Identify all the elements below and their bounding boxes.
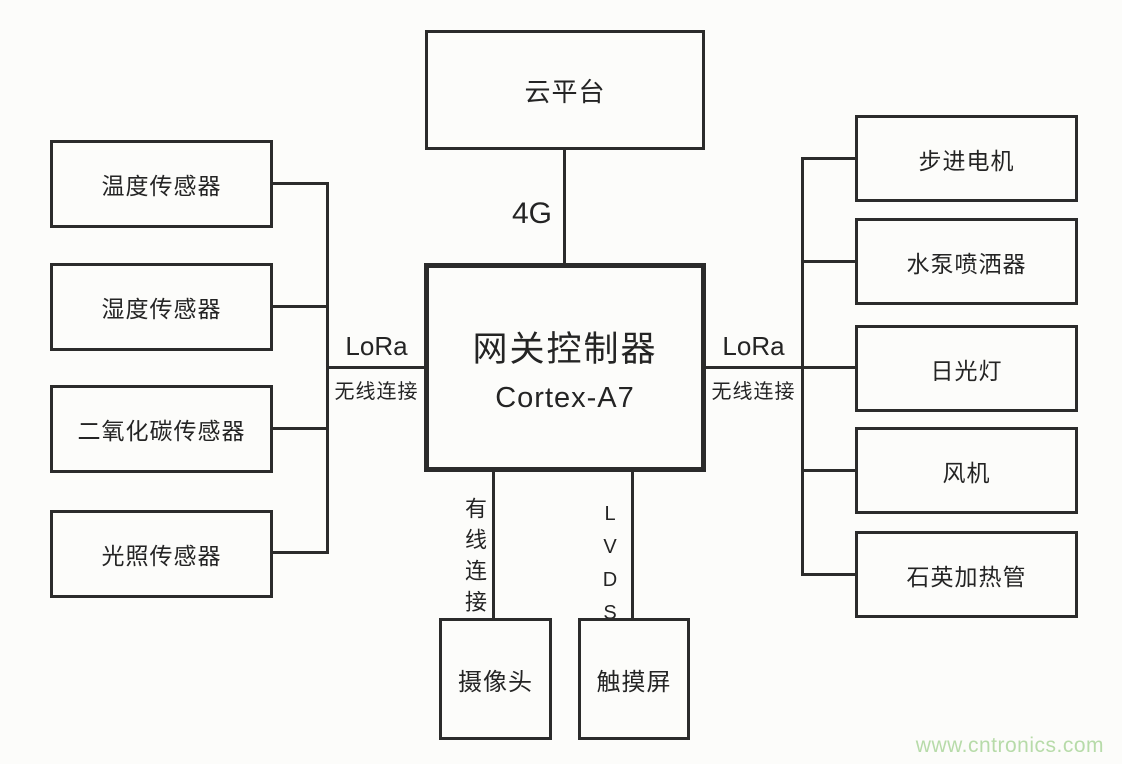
node-actuator-fan: 风机 (855, 427, 1078, 514)
node-cloud-platform: 云平台 (425, 30, 705, 150)
left-bus-line (326, 182, 329, 554)
node-actuator-quartz-heater: 石英加热管 (855, 531, 1078, 618)
node-gateway-controller: 网关控制器 Cortex-A7 (424, 263, 706, 472)
connector-actuator-fan (801, 469, 855, 472)
connector-sensor-co2 (273, 427, 329, 430)
node-actuator-stepper-motor: 步进电机 (855, 115, 1078, 202)
sensor-label: 温度传感器 (101, 173, 222, 199)
sensor-label: 二氧化碳传感器 (77, 418, 246, 444)
connector-actuator-stepper-motor (801, 157, 855, 160)
watermark-text: www.cntronics.com (915, 734, 1104, 757)
node-sensor-light: 光照传感器 (50, 510, 273, 598)
connector-leftbus-gateway (329, 366, 424, 369)
right-link-protocol-label: LoRa (722, 331, 785, 361)
connector-sensor-humidity (273, 305, 329, 308)
connector-actuator-heater (801, 573, 855, 576)
lvds-link-label: LVDS (599, 503, 621, 635)
right-link-mode-label: 无线连接 (711, 381, 796, 403)
node-actuator-water-pump-sprayer: 水泵喷洒器 (855, 218, 1078, 305)
node-camera: 摄像头 (439, 618, 552, 740)
camera-label: 摄像头 (458, 668, 533, 696)
connector-cloud-gateway (563, 150, 566, 263)
touchscreen-label: 触摸屏 (596, 668, 672, 696)
uplink-4g-label: 4G (511, 197, 552, 230)
connector-sensor-light (273, 551, 329, 554)
node-sensor-co2: 二氧化碳传感器 (50, 385, 273, 473)
cloud-platform-label: 云平台 (524, 76, 606, 107)
actuator-label: 水泵喷洒器 (906, 250, 1027, 277)
gateway-subtitle: Cortex-A7 (495, 381, 635, 414)
node-touchscreen: 触摸屏 (578, 618, 690, 740)
sensor-label: 光照传感器 (101, 543, 222, 569)
connector-sensor-temperature (273, 182, 329, 185)
actuator-label: 日光灯 (930, 357, 1003, 384)
node-sensor-temperature: 温度传感器 (50, 140, 273, 228)
actuator-label: 风机 (942, 459, 991, 486)
right-bus-line (801, 157, 804, 576)
wired-link-label: 有线连接 (462, 497, 487, 621)
connector-gateway-touchscreen (631, 472, 634, 618)
connector-actuator-lamp (801, 366, 855, 369)
left-link-mode-label: 无线连接 (334, 381, 419, 403)
connector-actuator-water-pump (801, 260, 855, 263)
left-link-protocol-label: LoRa (345, 331, 408, 361)
connector-gateway-rightbus (706, 366, 801, 369)
connector-gateway-camera (492, 472, 495, 618)
node-actuator-fluorescent-lamp: 日光灯 (855, 325, 1078, 412)
actuator-label: 步进电机 (918, 147, 1015, 174)
actuator-label: 石英加热管 (906, 563, 1027, 590)
node-sensor-humidity: 湿度传感器 (50, 263, 273, 351)
gateway-title: 网关控制器 (472, 329, 658, 369)
sensor-label: 湿度传感器 (101, 296, 222, 322)
